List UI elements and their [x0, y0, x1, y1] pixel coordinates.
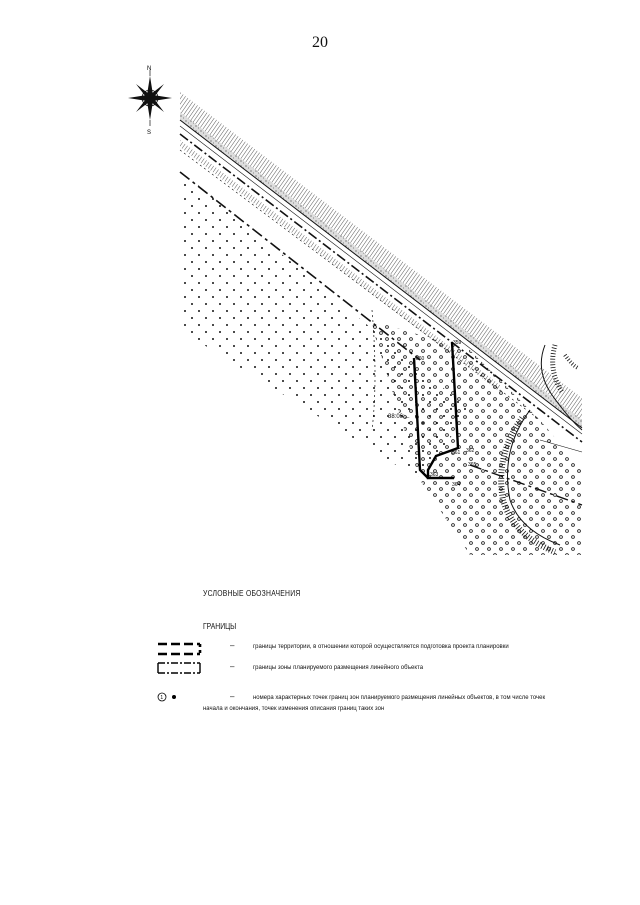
compass-north-label: N	[147, 66, 151, 72]
point-label: 364	[452, 482, 461, 488]
point-label: 362	[466, 448, 475, 454]
point-label: 363	[430, 472, 439, 478]
embankment	[469, 344, 583, 555]
legend-dash: –	[230, 662, 235, 671]
legend-section-title: ГРАНИЦЫ	[203, 622, 237, 631]
area-label: 38:06:...	[388, 414, 410, 420]
svg-text:1: 1	[160, 695, 163, 701]
legend-item-territory-boundary: границы территории, в отношении которой …	[253, 643, 509, 650]
compass-south-label: S	[147, 130, 151, 136]
page-number: 20	[312, 34, 328, 51]
planning-map: N S 359 360 361 362 363 364 365	[128, 66, 583, 555]
point-label: 359	[453, 340, 462, 346]
zone-boundary-symbol-icon	[157, 662, 201, 674]
legend-item-point-number-line1: номера характерных точек границ зон план…	[253, 694, 546, 701]
legend-item-zone-boundary: границы зоны планируемого размещения лин…	[253, 664, 424, 671]
point-label: 365	[468, 462, 477, 468]
point-number-symbol-icon: 1	[157, 692, 176, 702]
road-corridor	[179, 92, 583, 443]
point-label: 360	[416, 356, 425, 362]
territory-boundary-symbol-icon	[158, 642, 202, 656]
compass-rose-icon	[128, 70, 172, 126]
legend-item-point-number-line2: начала и окончания, точек изменения опис…	[203, 705, 385, 712]
planned-zone-boundary	[371, 309, 460, 480]
point-label: 361	[452, 450, 461, 456]
legend-dash: –	[230, 641, 235, 650]
land-area-circle-dots	[370, 320, 582, 555]
legend-dash: –	[230, 692, 235, 701]
legend-title: УСЛОВНЫЕ ОБОЗНАЧЕНИЯ	[203, 589, 301, 598]
